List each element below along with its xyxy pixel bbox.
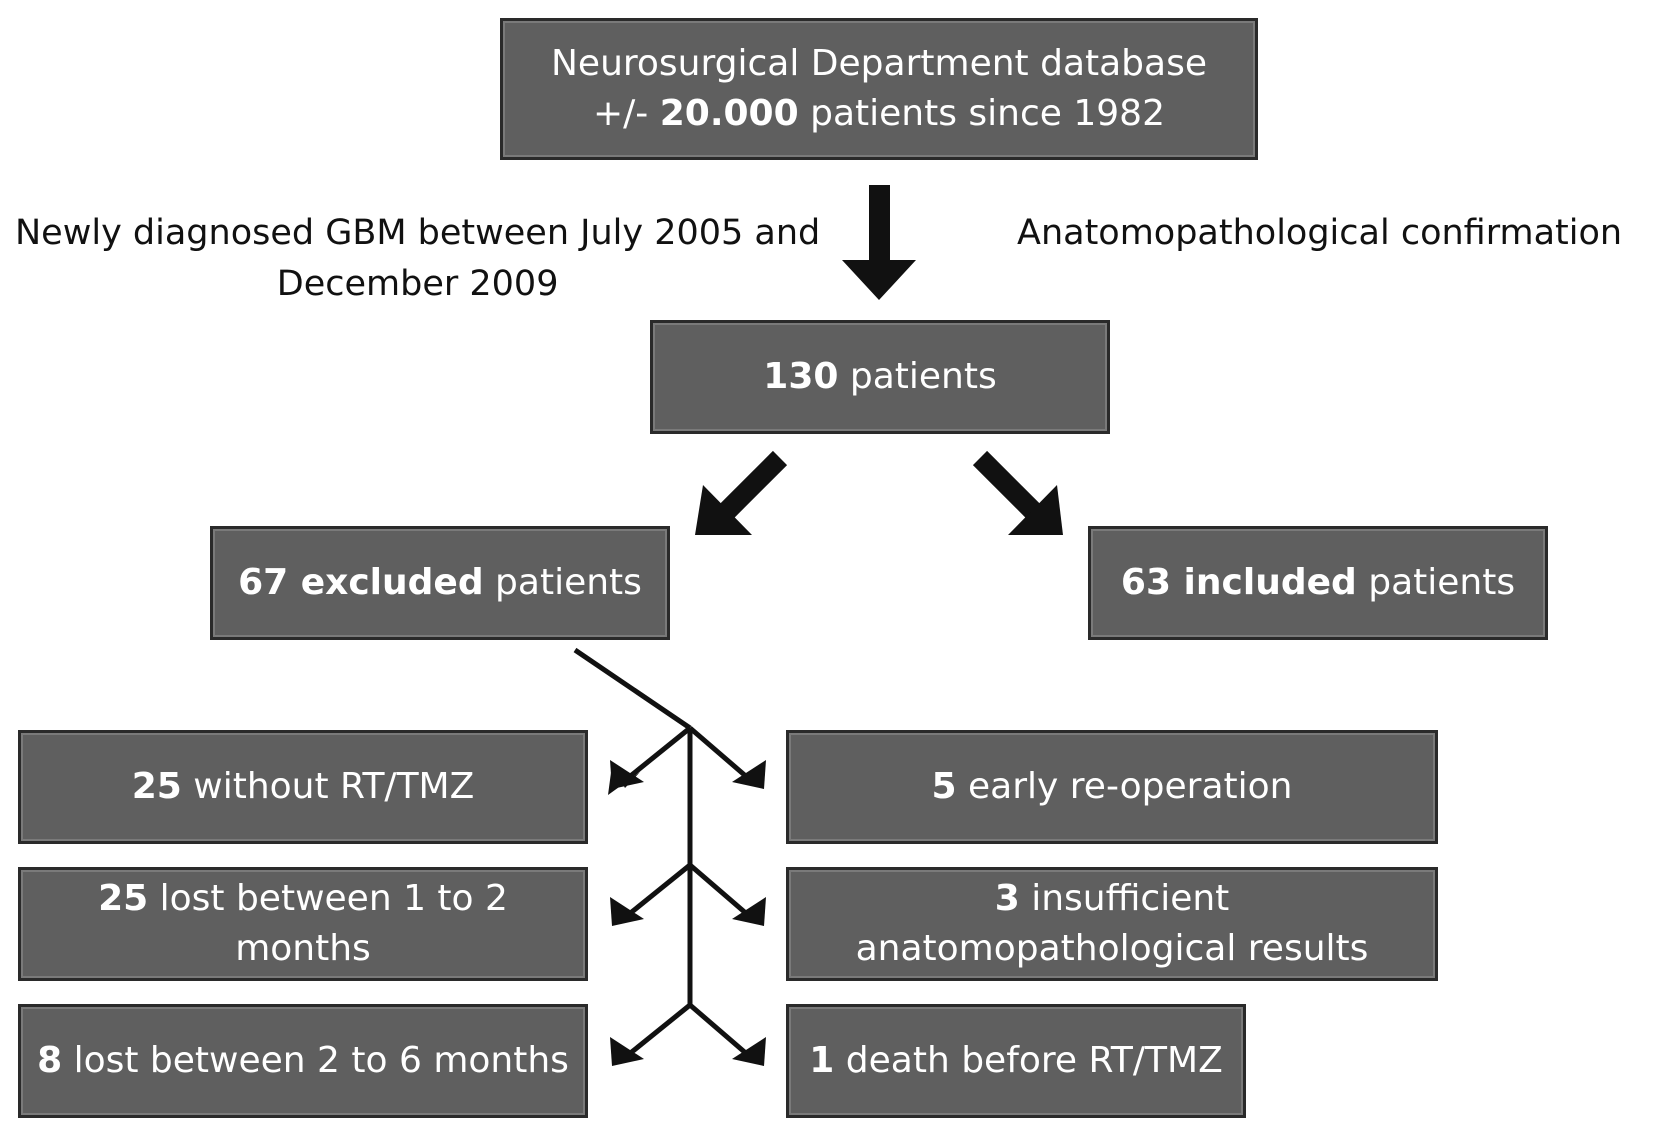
included-text: patients	[1356, 561, 1516, 603]
included-patients-box: 63 included patients	[1088, 526, 1548, 640]
reason-box-death-before-rt-tmz: 1 death before RT/TMZ	[786, 1004, 1246, 1118]
total-patients-box: 130 patients	[650, 320, 1110, 434]
down-right-arrow-icon	[972, 450, 1063, 535]
reason-box-insufficient-results: 3 insufficient anatomopathological resul…	[786, 867, 1438, 981]
excluded-count: 67	[238, 561, 289, 603]
reason-text-line2: months	[235, 928, 371, 969]
excluded-text: patients	[483, 561, 642, 603]
reason-text: without RT/TMZ	[181, 765, 475, 807]
reason-box-lost-2-6-months: 8 lost between 2 to 6 months	[18, 1004, 588, 1118]
down-left-arrow-icon	[695, 450, 788, 535]
reason-box-lost-1-2-months: 25 lost between 1 to 2 months	[18, 867, 588, 981]
included-word: included	[1171, 561, 1357, 603]
reason-count: 3	[994, 877, 1020, 919]
excluded-word: excluded	[288, 561, 484, 603]
reason-text: death before RT/TMZ	[834, 1039, 1223, 1081]
tree-arrowheads	[608, 760, 766, 1066]
exclusion-tree-connector	[573, 647, 750, 1057]
reason-text: insufficient	[1019, 877, 1230, 919]
included-count: 63	[1120, 561, 1172, 603]
database-line1: Neurosurgical Department database	[550, 42, 1207, 84]
inclusion-criteria-label: Newly diagnosed GBM between July 2005 an…	[15, 208, 820, 310]
reason-count: 1	[809, 1039, 835, 1081]
database-line2-suffix: patients since 1982	[798, 93, 1165, 134]
excluded-patients-box: 67 excluded patients	[210, 526, 670, 640]
reason-count: 5	[931, 765, 957, 807]
reason-text-line2: anatomopathological results	[855, 928, 1369, 969]
inclusion-criteria-line2: December 2009	[276, 263, 559, 304]
reason-text: early re-operation	[956, 765, 1293, 807]
reason-text: lost between 1 to 2	[148, 877, 508, 919]
total-count: 130	[763, 355, 839, 397]
reason-text: lost between 2 to 6 months	[62, 1039, 569, 1081]
reason-box-without-rt-tmz: 25 without RT/TMZ	[18, 730, 588, 844]
reason-count: 25	[131, 765, 182, 807]
down-arrow-icon	[842, 185, 916, 300]
database-line2: +/- 20.000 patients since 1982	[593, 89, 1165, 139]
database-box: Neurosurgical Department database +/- 20…	[500, 18, 1258, 160]
confirmation-label: Anatomopathological confirmation	[1017, 213, 1623, 253]
total-text: patients	[838, 355, 997, 397]
reason-count: 25	[98, 877, 149, 919]
database-line2-prefix: +/-	[593, 93, 660, 134]
database-count: 20.000	[659, 93, 799, 134]
inclusion-criteria-line1: Newly diagnosed GBM between July 2005 an…	[15, 213, 821, 253]
reason-box-early-reoperation: 5 early re-operation	[786, 730, 1438, 844]
reason-count: 8	[37, 1039, 63, 1081]
